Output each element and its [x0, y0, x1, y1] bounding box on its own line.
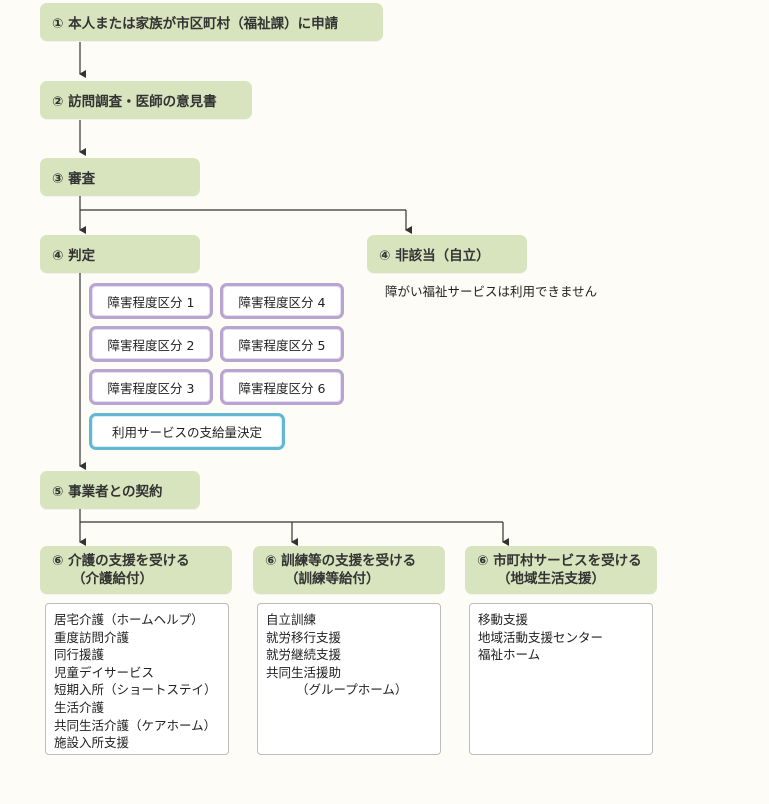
category-2: 障害程度区分 2 [89, 326, 213, 362]
step-6-training: ⑥ 訓練等の支援を受ける （訓練等給付） [253, 546, 445, 594]
step-6-municipal-title: ⑥ 市町村サービスを受ける [477, 553, 642, 569]
step-6-care-title: ⑥ 介護の支援を受ける [52, 553, 190, 569]
step-1-application: ① 本人または家族が市区町村（福祉課）に申請 [40, 3, 383, 41]
list-item: 生活介護 [54, 699, 105, 715]
category-1: 障害程度区分 1 [89, 283, 213, 319]
step-6-care-subtitle: （介護給付） [72, 571, 153, 587]
not-eligible-note: 障がい福祉サービスは利用できません [385, 284, 598, 299]
category-3: 障害程度区分 3 [89, 369, 213, 405]
list-item: 施設入所支援 [54, 735, 130, 751]
decision-box: 利用サービスの支給量決定 [89, 413, 285, 450]
list-item: 児童デイサービス [54, 664, 155, 680]
list-item: （グループホーム） [296, 682, 408, 698]
step-3-review: ③ 審査 [40, 158, 200, 196]
step-6-training-title: ⑥ 訓練等の支援を受ける [265, 553, 417, 569]
category-5: 障害程度区分 5 [220, 326, 344, 362]
care-services-list: 居宅介護（ホームヘルプ） 重度訪問介護 同行援護 児童デイサービス 短期入所（シ… [45, 603, 229, 755]
list-item: 共同生活介護（ケアホーム） [54, 717, 217, 733]
list-item: 短期入所（ショートステイ） [54, 682, 217, 698]
list-item: 同行援護 [54, 647, 105, 663]
category-4: 障害程度区分 4 [220, 283, 344, 319]
step-4-judgement: ④ 判定 [40, 235, 200, 273]
list-item: 移動支援 [478, 612, 529, 627]
category-6: 障害程度区分 6 [220, 369, 344, 405]
list-item: 就労継続支援 [266, 647, 342, 663]
step-4-not-eligible: ④ 非該当（自立） [367, 235, 527, 273]
list-item: 居宅介護（ホームヘルプ） [54, 612, 204, 627]
list-item: 自立訓練 [266, 612, 317, 627]
step-6-training-subtitle: （訓練等給付） [285, 571, 380, 587]
list-item: 就労移行支援 [266, 629, 342, 645]
step-5-contract: ⑤ 事業者との契約 [40, 471, 200, 509]
step-6-municipal-subtitle: （地域生活支援） [497, 571, 605, 587]
step-2-investigation: ② 訪問調査・医師の意見書 [40, 81, 252, 119]
list-item: 地域活動支援センター [478, 629, 604, 645]
municipal-services-list: 移動支援 地域活動支援センター 福祉ホーム [469, 603, 653, 755]
list-item: 重度訪問介護 [54, 629, 130, 645]
list-item: 共同生活援助 [266, 664, 342, 680]
training-services-list: 自立訓練 就労移行支援 就労継続支援 共同生活援助 （グループホーム） [257, 603, 441, 755]
list-item: 福祉ホーム [478, 647, 541, 663]
step-6-municipal: ⑥ 市町村サービスを受ける （地域生活支援） [465, 546, 657, 594]
step-6-care: ⑥ 介護の支援を受ける （介護給付） [40, 546, 232, 594]
